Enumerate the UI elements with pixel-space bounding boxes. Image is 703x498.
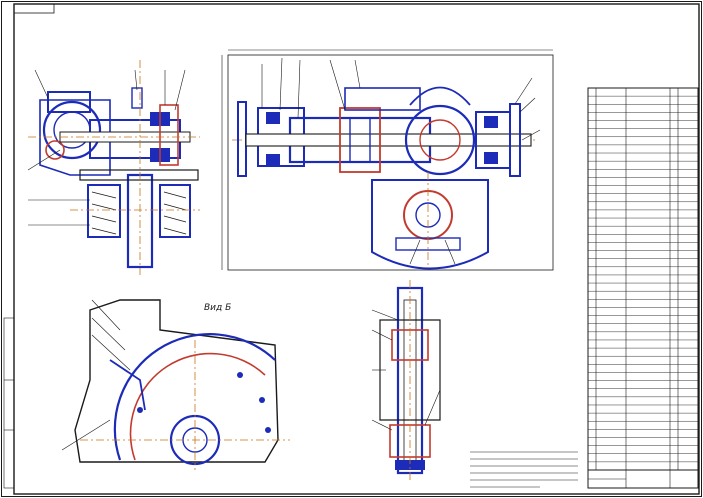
top-cover	[344, 87, 421, 111]
main-section	[221, 49, 554, 271]
callout-line	[279, 57, 283, 111]
left-bearing-bottom	[266, 154, 280, 166]
callout-line	[134, 69, 138, 91]
lower-case-right	[159, 184, 191, 238]
worm-hub	[45, 140, 65, 160]
view-b	[61, 299, 290, 470]
callout-line	[34, 69, 49, 99]
spec-table	[587, 87, 699, 489]
callout-line	[521, 129, 541, 141]
callout-line	[174, 69, 186, 111]
main-shaft	[245, 133, 532, 147]
callout-line	[329, 59, 346, 111]
callout-line	[91, 334, 131, 371]
housing-body	[39, 99, 111, 176]
vb-cover-outer	[113, 333, 276, 461]
spring-right	[163, 191, 187, 235]
callout-line	[354, 59, 361, 89]
vb-housing	[74, 299, 279, 463]
callout-line	[409, 239, 421, 265]
spec-table-border	[587, 87, 699, 489]
callout-line	[27, 149, 61, 171]
right-hub-inner	[419, 119, 461, 161]
lower-case-left	[87, 184, 121, 238]
callout-line	[91, 299, 121, 331]
vb-bolt	[259, 397, 265, 403]
vb-bolt	[237, 372, 243, 378]
callout-line	[519, 97, 536, 113]
worm-wheel	[42, 100, 102, 160]
view-b-label: Вид Б	[204, 303, 232, 313]
center-gear	[339, 107, 381, 173]
bevel-gear	[159, 104, 179, 166]
callout-line	[514, 77, 533, 105]
callout-line	[371, 329, 393, 341]
callout-line	[297, 59, 301, 119]
vb-rib	[109, 359, 146, 411]
left-flange	[237, 101, 247, 177]
vs-body	[379, 319, 441, 421]
center-gear-core	[349, 117, 371, 163]
callout-line	[91, 317, 126, 351]
lower-gearcase	[371, 179, 489, 270]
callout-line	[444, 239, 456, 265]
side-view	[27, 60, 200, 275]
inner-frame	[13, 3, 700, 495]
spring-left	[91, 191, 117, 235]
gabarit-frame	[227, 54, 554, 271]
technical-notes	[470, 451, 578, 488]
callout-line	[371, 309, 399, 321]
callout-line	[371, 419, 393, 431]
vb-bolt	[265, 427, 271, 433]
vb-cover-ring	[129, 352, 266, 461]
right-hub	[404, 104, 476, 176]
callout-line	[424, 389, 441, 426]
right-bearing-bottom	[484, 152, 498, 164]
corner-stamp	[13, 3, 55, 14]
left-bearing-top	[266, 112, 280, 124]
vb-bolt	[137, 407, 143, 413]
callout-line	[61, 419, 111, 451]
right-dome	[409, 86, 471, 106]
side-strip	[3, 317, 15, 489]
shaft-section	[371, 280, 441, 480]
bolt-top	[131, 87, 143, 109]
vs-nut	[395, 460, 425, 470]
flange	[79, 169, 199, 181]
right-bearing-top	[484, 116, 498, 128]
